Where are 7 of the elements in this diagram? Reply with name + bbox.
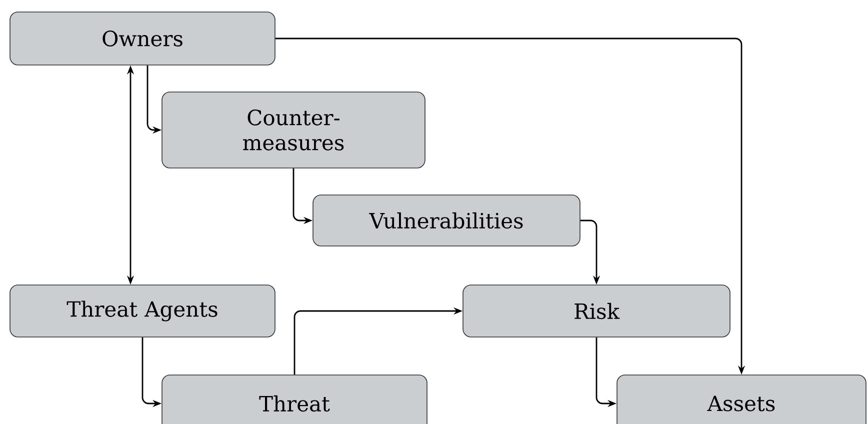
process-box: Threat Agents [10,284,276,338]
process-box: Owners [10,12,276,66]
process-box: Assets [616,374,866,424]
process-box: Counter- measures [162,92,426,168]
process-box: Risk [462,284,730,338]
process-box: Threat [162,374,428,424]
process-box: Vulnerabilities [312,194,580,246]
